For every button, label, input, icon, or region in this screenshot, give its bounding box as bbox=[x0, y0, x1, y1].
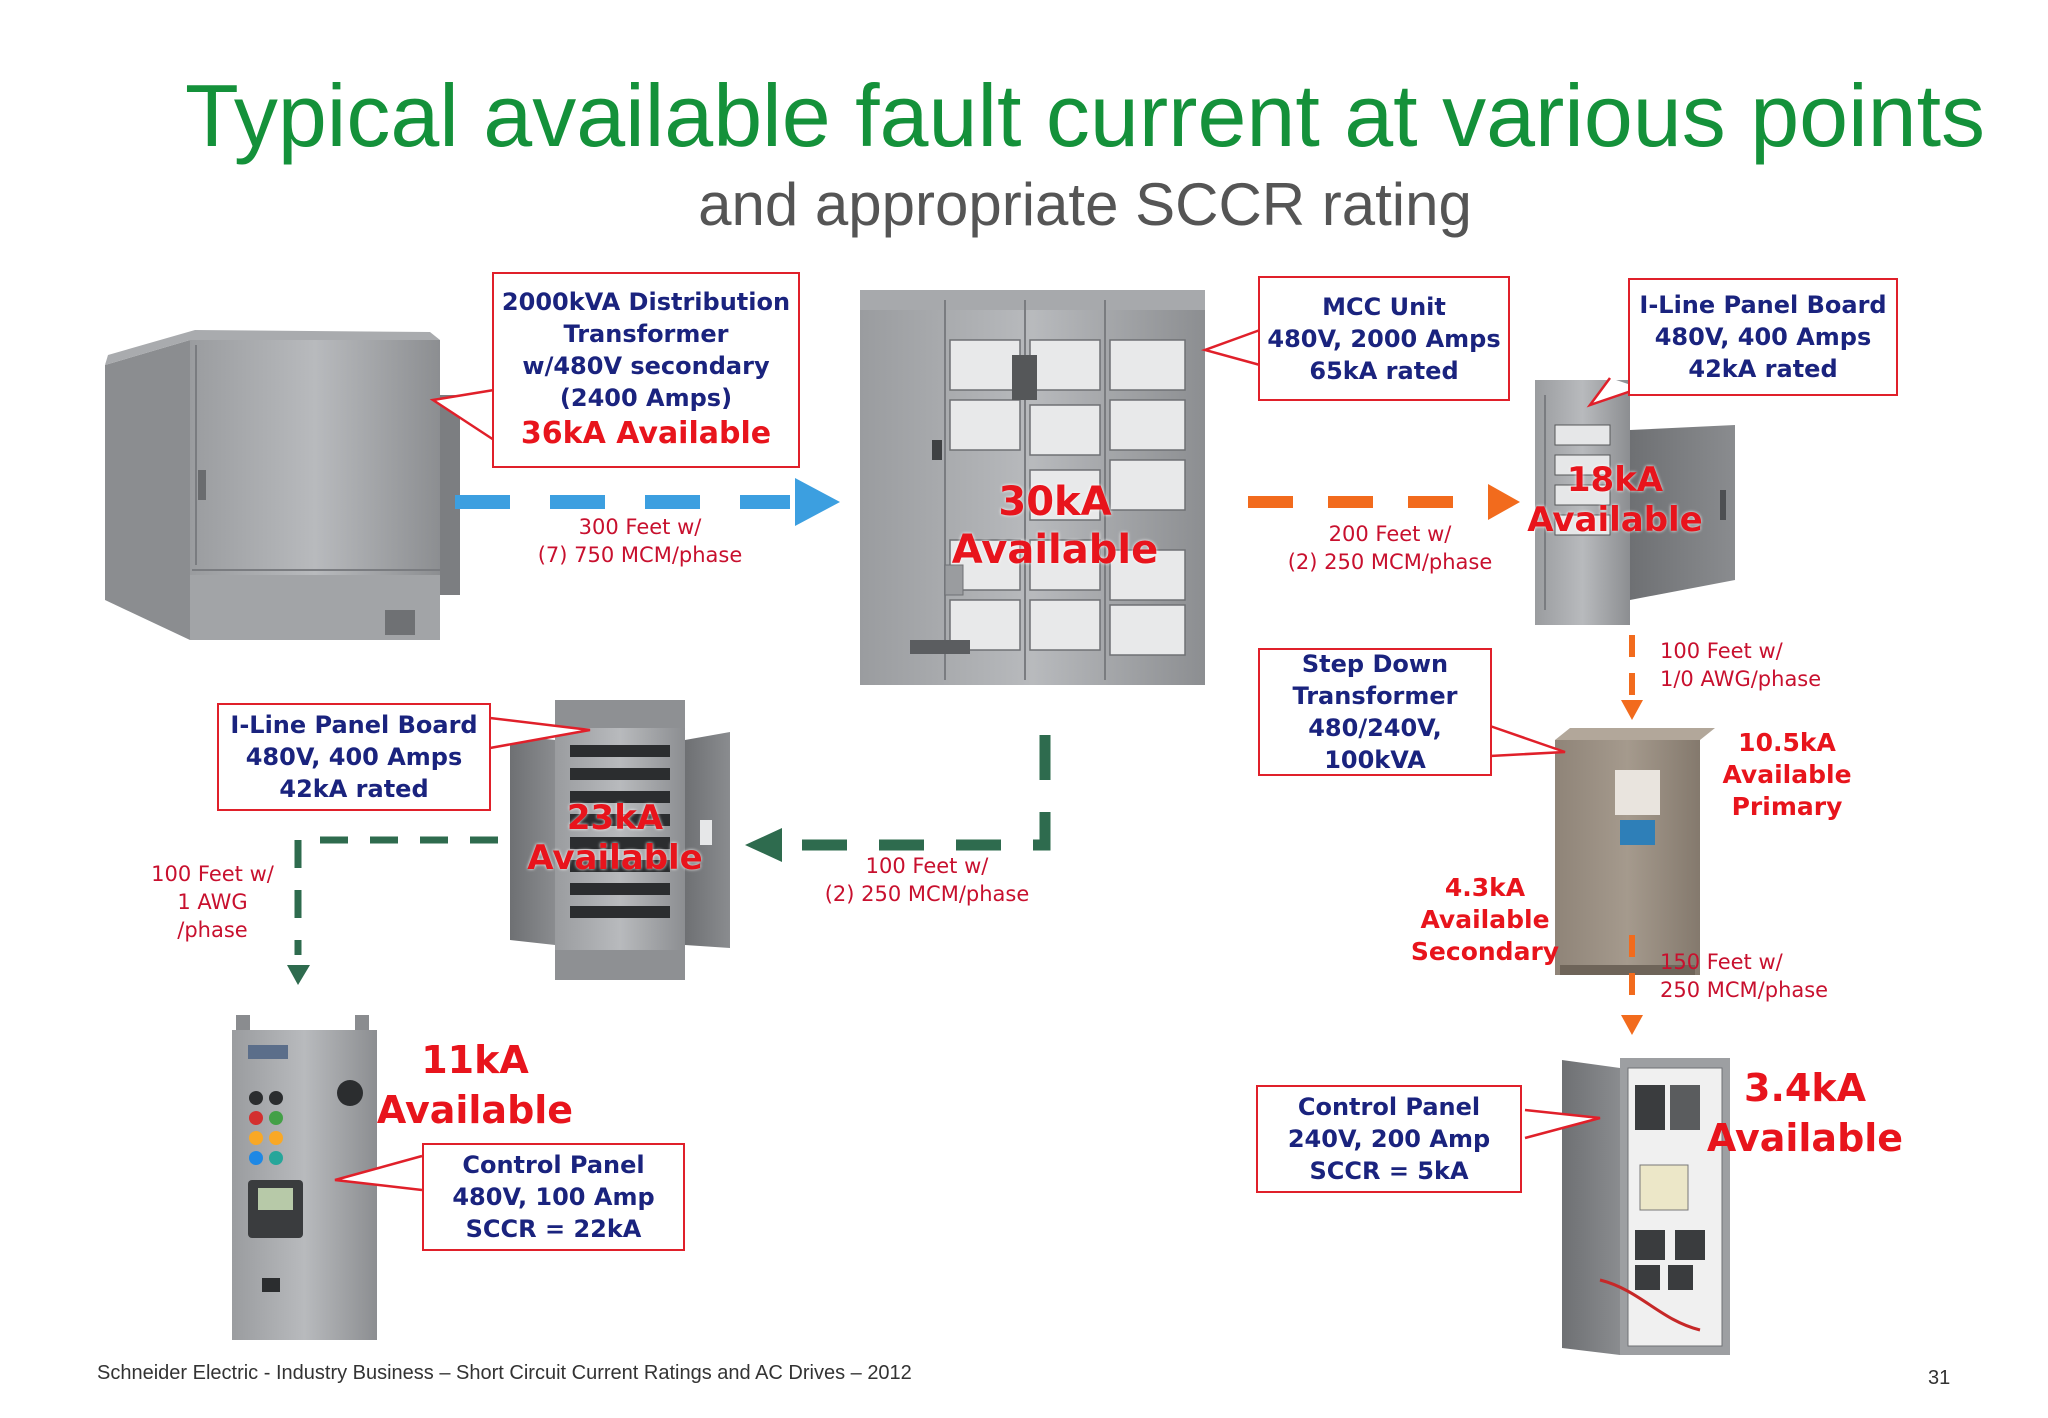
wire-label-mcc-to-iline-left: 100 Feet w/ (2) 250 MCM/phase bbox=[792, 852, 1062, 908]
wire-length: 100 Feet w/ bbox=[865, 854, 989, 878]
stepdown-secondary-available-label: 4.3kA Available Secondary bbox=[1405, 872, 1565, 968]
stepdown-primary-available-label: 10.5kA Available Primary bbox=[1712, 727, 1862, 823]
wire-size: 1/0 AWG/phase bbox=[1660, 667, 1822, 691]
available-value: 11kA bbox=[421, 1038, 529, 1082]
callout-iline-panel-left: I-Line Panel Board 480V, 400 Amps 42kA r… bbox=[217, 703, 491, 811]
pointer-stepdown bbox=[1489, 724, 1566, 758]
callout-line: Step Down bbox=[1301, 650, 1449, 678]
callout-line: w/480V secondary bbox=[522, 352, 770, 380]
callout-line: Control Panel bbox=[1297, 1093, 1481, 1121]
wire-label-mcc-to-iline-top: 200 Feet w/ (2) 250 MCM/phase bbox=[1255, 520, 1525, 576]
callout-line: SCCR = 5kA bbox=[1309, 1157, 1469, 1185]
wire-size: (2) 250 MCM/phase bbox=[1287, 550, 1493, 574]
wire-size: 1 AWG bbox=[177, 890, 248, 914]
wire-length: 100 Feet w/ bbox=[151, 862, 274, 886]
mcc-unit-image bbox=[860, 290, 1205, 685]
wire-unit: /phase bbox=[177, 918, 248, 942]
wire-size: (7) 750 MCM/phase bbox=[537, 543, 743, 567]
control-480-available-label: 11kA Available bbox=[375, 1035, 575, 1135]
iline-panel-left-image bbox=[510, 700, 730, 980]
available-value: 23kA bbox=[566, 798, 664, 838]
wire-size: (2) 250 MCM/phase bbox=[824, 882, 1030, 906]
arrow-mcc-to-iline-top bbox=[1248, 484, 1520, 520]
callout-line: 240V, 200 Amp bbox=[1287, 1125, 1491, 1153]
stepdown-transformer-image bbox=[1555, 728, 1715, 975]
pointer-iline-top bbox=[1586, 377, 1641, 408]
pointer-control-480 bbox=[334, 1154, 423, 1192]
slide-subtitle: and appropriate SCCR rating bbox=[698, 171, 1472, 238]
callout-iline-panel-top: I-Line Panel Board 480V, 400 Amps 42kA r… bbox=[1628, 278, 1898, 396]
callout-line: 100kVA bbox=[1324, 746, 1426, 774]
callout-line: SCCR = 22kA bbox=[465, 1215, 642, 1243]
wire-size: 250 MCM/phase bbox=[1660, 978, 1829, 1002]
wire-label-iline-left-to-control: 100 Feet w/ 1 AWG /phase bbox=[140, 860, 285, 944]
callout-line: I-Line Panel Board bbox=[230, 711, 478, 739]
wire-length: 150 Feet w/ bbox=[1660, 950, 1783, 974]
callout-line: 2000kVA Distribution bbox=[501, 288, 791, 316]
pointer-transformer bbox=[429, 388, 495, 442]
callout-line: (2400 Amps) bbox=[559, 384, 733, 412]
arrow-transformer-to-mcc bbox=[455, 478, 840, 526]
callout-line: 42kA rated bbox=[1688, 355, 1838, 383]
control-panel-480-image bbox=[232, 1015, 377, 1340]
pointer-mcc bbox=[1200, 328, 1261, 367]
available-word: Available bbox=[527, 838, 703, 878]
callout-pointers bbox=[334, 328, 1641, 1192]
arrow-stepdown-to-control-240 bbox=[1621, 935, 1643, 1035]
wire-length: 300 Feet w/ bbox=[578, 515, 702, 539]
callout-line: 42kA rated bbox=[279, 775, 429, 803]
available-side: Primary bbox=[1731, 792, 1843, 821]
available-word: Available bbox=[376, 1088, 574, 1132]
callout-line: Transformer bbox=[1292, 682, 1458, 710]
slide-title: Typical available fault current at vario… bbox=[184, 66, 1986, 165]
distribution-transformer-image bbox=[105, 330, 460, 640]
available-word: Available bbox=[1706, 1116, 1904, 1160]
control-panel-240-image bbox=[1562, 1058, 1730, 1355]
callout-line: MCC Unit bbox=[1322, 292, 1446, 321]
page-number: 31 bbox=[1928, 1367, 1951, 1389]
wire-label-transformer-to-mcc: 300 Feet w/ (7) 750 MCM/phase bbox=[505, 513, 775, 569]
callout-line: I-Line Panel Board bbox=[1639, 291, 1887, 319]
available-side: Secondary bbox=[1410, 937, 1560, 966]
wire-label-iline-top-to-stepdown: 100 Feet w/ 1/0 AWG/phase bbox=[1660, 637, 1860, 693]
callout-line: Transformer bbox=[563, 320, 729, 348]
available-word: Available bbox=[1420, 905, 1550, 934]
available-word: Available bbox=[1527, 500, 1703, 540]
iline-panel-top-image bbox=[1535, 380, 1735, 625]
callout-line: 480V, 400 Amps bbox=[1654, 323, 1872, 351]
arrow-iline-top-to-stepdown bbox=[1621, 635, 1643, 720]
wire-length: 100 Feet w/ bbox=[1660, 639, 1783, 663]
arrow-iline-left-to-control-480 bbox=[287, 836, 498, 985]
callout-control-panel-240: Control Panel 240V, 200 Amp SCCR = 5kA bbox=[1256, 1085, 1522, 1193]
available-value: 4.3kA bbox=[1444, 873, 1526, 902]
wire-label-stepdown-to-control: 150 Feet w/ 250 MCM/phase bbox=[1660, 948, 1860, 1004]
transformer-available-label: 36kA Available bbox=[520, 416, 772, 451]
callout-mcc-unit: MCC Unit 480V, 2000 Amps 65kA rated bbox=[1258, 276, 1510, 401]
iline-left-available-label: 23kA Available bbox=[525, 798, 705, 878]
iline-top-available-label: 18kA Available bbox=[1525, 460, 1705, 540]
callout-control-panel-480: Control Panel 480V, 100 Amp SCCR = 22kA bbox=[422, 1143, 685, 1251]
mcc-available-label: 30kA Available bbox=[951, 479, 1159, 573]
callout-distribution-transformer: 2000kVA Distribution Transformer w/480V … bbox=[492, 272, 800, 468]
wire-length: 200 Feet w/ bbox=[1328, 522, 1452, 546]
available-value: 3.4kA bbox=[1744, 1066, 1866, 1110]
control-240-available-label: 3.4kA Available bbox=[1700, 1063, 1910, 1163]
available-value: 18kA bbox=[1566, 460, 1664, 500]
pointer-iline-left bbox=[489, 716, 591, 750]
callout-line: 480V, 100 Amp bbox=[452, 1183, 655, 1211]
callout-line: 480/240V, bbox=[1308, 714, 1442, 742]
callout-line: 480V, 2000 Amps bbox=[1267, 324, 1501, 353]
callout-line: Control Panel bbox=[462, 1151, 645, 1179]
available-value: 10.5kA bbox=[1738, 728, 1836, 757]
pointer-control-240 bbox=[1524, 1108, 1601, 1140]
arrow-mcc-to-iline-left bbox=[745, 735, 1051, 862]
callout-stepdown-transformer: Step Down Transformer 480/240V, 100kVA bbox=[1258, 648, 1492, 776]
available-word: Available bbox=[1722, 760, 1852, 789]
callout-line: 480V, 400 Amps bbox=[245, 743, 463, 771]
callout-line: 65kA rated bbox=[1309, 356, 1459, 385]
slide-footer: Schneider Electric - Industry Business –… bbox=[97, 1362, 912, 1384]
